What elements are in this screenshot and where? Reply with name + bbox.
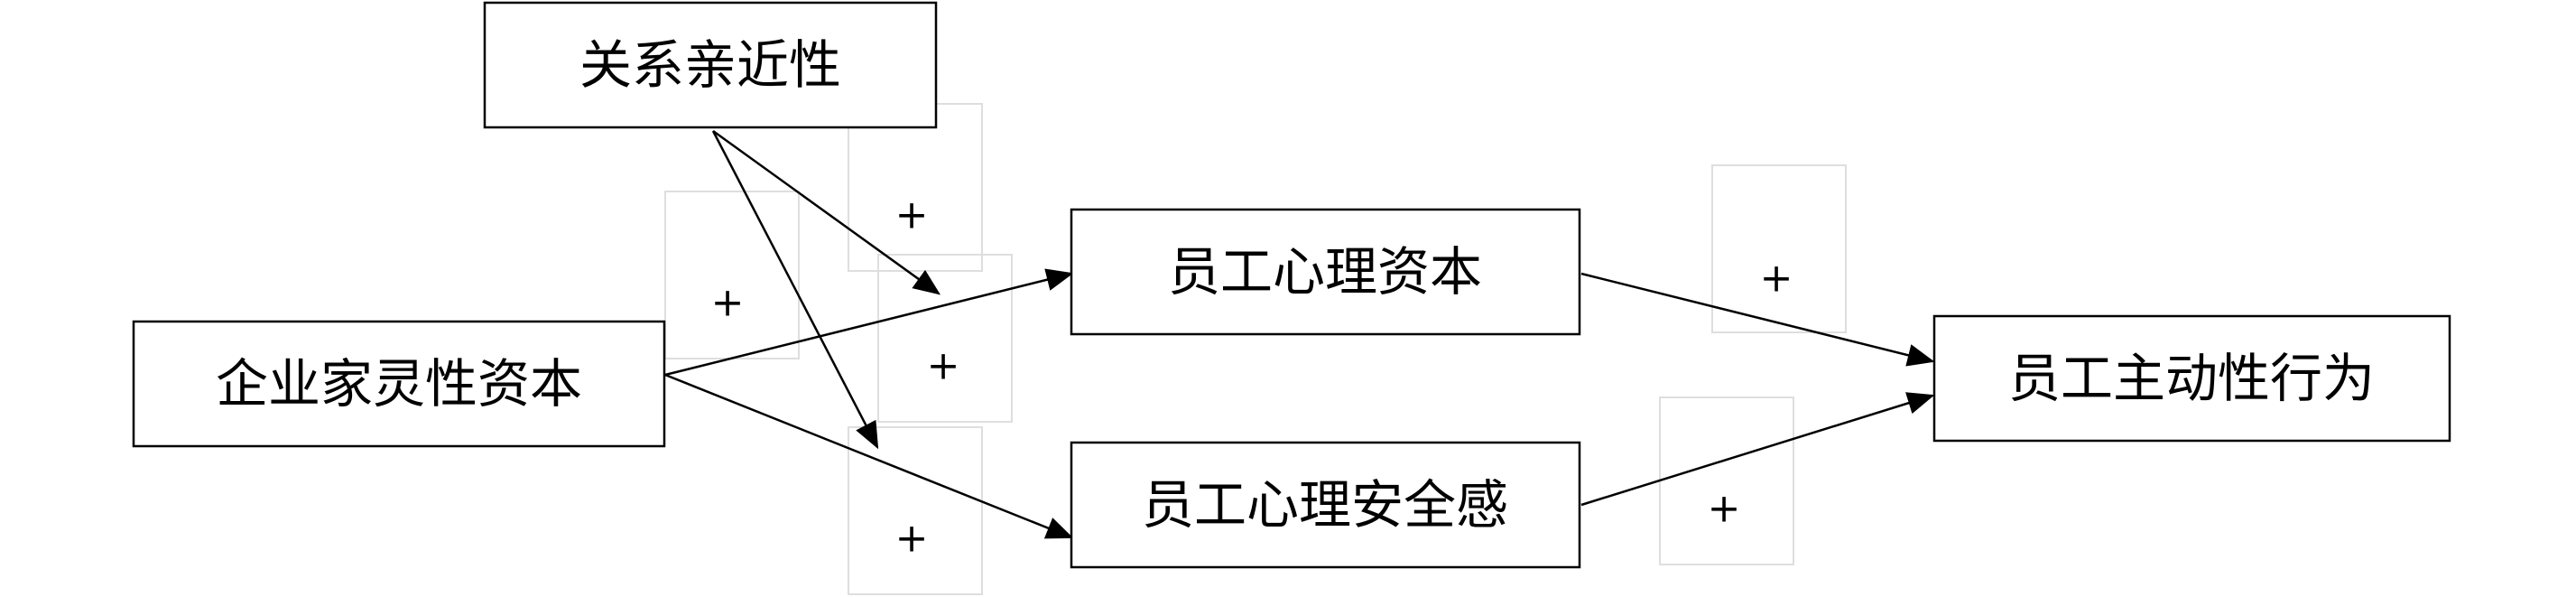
arrow-spiritual-to-safety xyxy=(664,373,1074,539)
node-employee-psychological-capital: 员工心理资本 xyxy=(1070,208,1581,336)
sign-safety-to-proactive: + xyxy=(1708,486,1741,532)
node-relation-proximity: 关系亲近性 xyxy=(483,1,938,129)
sign-box-safety-proactive xyxy=(1659,396,1794,565)
sign-box-moderation-safety xyxy=(848,426,983,595)
sign-box-capital-proactive xyxy=(1711,164,1847,333)
arrow-capital-to-proactive xyxy=(1580,272,1935,367)
sign-spiritual-to-safety: + xyxy=(927,343,960,389)
node-relation-proximity-label: 关系亲近性 xyxy=(579,34,841,96)
node-employee-proactive-behavior: 员工主动性行为 xyxy=(1932,314,2451,443)
sign-box-spiritual-safety xyxy=(877,254,1013,423)
arrow-moderator-to-safety-path xyxy=(711,130,879,450)
sign-moderation-on-capital: + xyxy=(895,192,929,238)
sign-spiritual-to-capital: + xyxy=(711,280,745,326)
node-entrepreneur-spiritual-capital-label: 企业家灵性资本 xyxy=(216,353,582,415)
sign-box-spiritual-capital xyxy=(664,191,800,359)
node-employee-psychological-safety-label: 员工心理安全感 xyxy=(1142,474,1508,536)
sign-moderation-on-safety: + xyxy=(895,516,929,562)
node-employee-proactive-behavior-label: 员工主动性行为 xyxy=(2008,348,2375,409)
node-entrepreneur-spiritual-capital: 企业家灵性资本 xyxy=(132,320,666,448)
node-employee-psychological-safety: 员工心理安全感 xyxy=(1070,441,1581,569)
sign-capital-to-proactive: + xyxy=(1760,256,1793,302)
arrow-spiritual-to-capital xyxy=(664,268,1074,377)
arrow-moderator-to-capital-path xyxy=(712,129,941,295)
arrow-safety-to-proactive xyxy=(1580,392,1935,507)
sign-box-moderation-capital xyxy=(848,103,983,272)
node-employee-psychological-capital-label: 员工心理资本 xyxy=(1168,241,1482,303)
